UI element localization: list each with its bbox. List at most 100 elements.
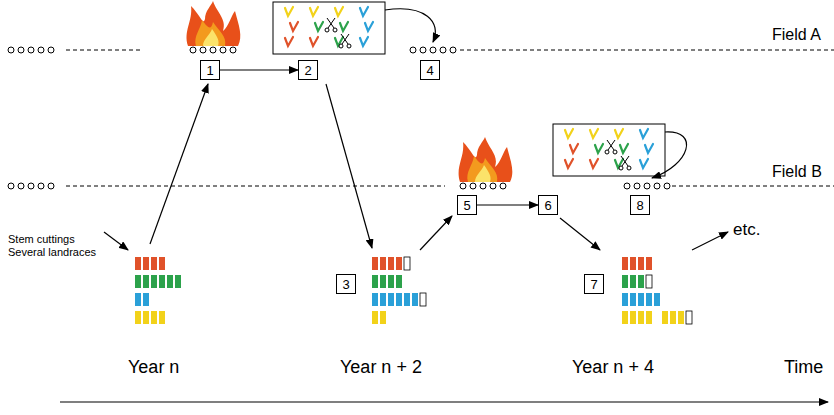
plant — [570, 144, 578, 153]
plant — [290, 22, 298, 31]
plant-dot — [230, 47, 236, 53]
plant — [285, 37, 293, 46]
plant-dot — [220, 47, 226, 53]
time-label: Year n — [128, 357, 179, 378]
callout-number: 1 — [206, 64, 213, 77]
scissors — [328, 18, 335, 28]
cutting-bar — [159, 257, 165, 270]
plant — [640, 129, 648, 138]
plant-dot — [28, 47, 34, 53]
callout-number: 6 — [544, 199, 551, 212]
cutting-bar — [167, 275, 173, 288]
field-lines — [66, 50, 834, 186]
scissors — [339, 44, 343, 48]
plant-dot — [470, 183, 476, 189]
cutting-bar — [135, 275, 141, 288]
scissors — [333, 28, 337, 32]
cutting-bar — [396, 257, 402, 270]
scissors — [619, 166, 623, 170]
plant — [590, 159, 598, 168]
cutting-bar — [372, 257, 378, 270]
cutting-bar — [622, 311, 628, 324]
cutting-bar — [135, 257, 141, 270]
cutting-bar — [388, 275, 394, 288]
scissors — [613, 150, 617, 154]
plant — [615, 129, 623, 138]
plant-dot — [38, 183, 44, 189]
plant-dot — [420, 47, 426, 53]
cutting-bar — [630, 257, 636, 270]
plant — [360, 7, 368, 16]
continuation-label: etc. — [733, 220, 760, 240]
callout-number: 5 — [463, 199, 470, 212]
cutting-bar — [404, 257, 410, 270]
plant-dot — [430, 47, 436, 53]
cutting-bar — [630, 275, 636, 288]
time-label: Year n + 2 — [340, 357, 422, 378]
flow-arrow — [220, 69, 298, 70]
burning — [459, 137, 513, 182]
field-label: Field A — [772, 26, 821, 44]
cutting-bar — [380, 293, 386, 306]
plant — [565, 129, 573, 138]
cutting-bar — [143, 257, 149, 270]
scissors — [621, 156, 628, 166]
cutting-bar — [646, 275, 652, 288]
cutting-bar — [396, 293, 402, 306]
cutting-bar — [151, 257, 157, 270]
cutting-bar — [646, 293, 652, 306]
step-number-box: 4 — [420, 60, 440, 80]
cutting-bar — [654, 293, 660, 306]
plant-rows — [8, 47, 670, 189]
scissors — [341, 34, 348, 44]
cutting-bar — [630, 293, 636, 306]
group-label: Stem cuttings Several landraces — [8, 233, 103, 258]
plant-dot — [190, 47, 196, 53]
field-label: Field B — [772, 163, 822, 181]
plant-dot — [18, 183, 24, 189]
step-number-box: 5 — [457, 195, 477, 215]
plant — [335, 7, 343, 16]
cutting-bar — [646, 311, 652, 324]
cutting-bar — [638, 257, 644, 270]
plant — [310, 37, 318, 46]
cutting-bar — [175, 275, 181, 288]
plant-dot — [664, 183, 670, 189]
cutting-bar — [135, 293, 141, 306]
plant-dot — [634, 183, 640, 189]
plant — [340, 22, 348, 31]
step-number-box: 3 — [336, 274, 356, 294]
time-label: Year n + 4 — [572, 357, 654, 378]
plant — [590, 129, 598, 138]
stem-cuttings — [135, 257, 692, 324]
cutting-bar — [380, 311, 386, 324]
cutting-bar — [151, 311, 157, 324]
cutting-bar — [412, 293, 418, 306]
plant-dot — [460, 183, 466, 189]
cutting-bar — [396, 275, 402, 288]
plant-dot — [440, 47, 446, 53]
scissors — [327, 18, 334, 28]
step-number-box: 1 — [200, 60, 220, 80]
callout-number: 3 — [342, 278, 349, 291]
scissors — [342, 34, 349, 44]
plant — [285, 7, 293, 16]
plant-dot — [490, 183, 496, 189]
plant-dot — [48, 183, 54, 189]
cutting-bar — [638, 275, 644, 288]
callout-number: 4 — [426, 64, 433, 77]
scissors — [622, 156, 629, 166]
cutting-bar — [159, 275, 165, 288]
plants — [285, 7, 653, 170]
cutting-bar — [678, 311, 684, 324]
callout-number: 2 — [304, 64, 311, 77]
cutting-bar — [638, 311, 644, 324]
cutting-bar — [630, 311, 636, 324]
plant — [365, 22, 373, 31]
cutting-bar — [622, 275, 628, 288]
cutting-bar — [372, 311, 378, 324]
cutting-bar — [380, 257, 386, 270]
plant-dot — [8, 183, 14, 189]
